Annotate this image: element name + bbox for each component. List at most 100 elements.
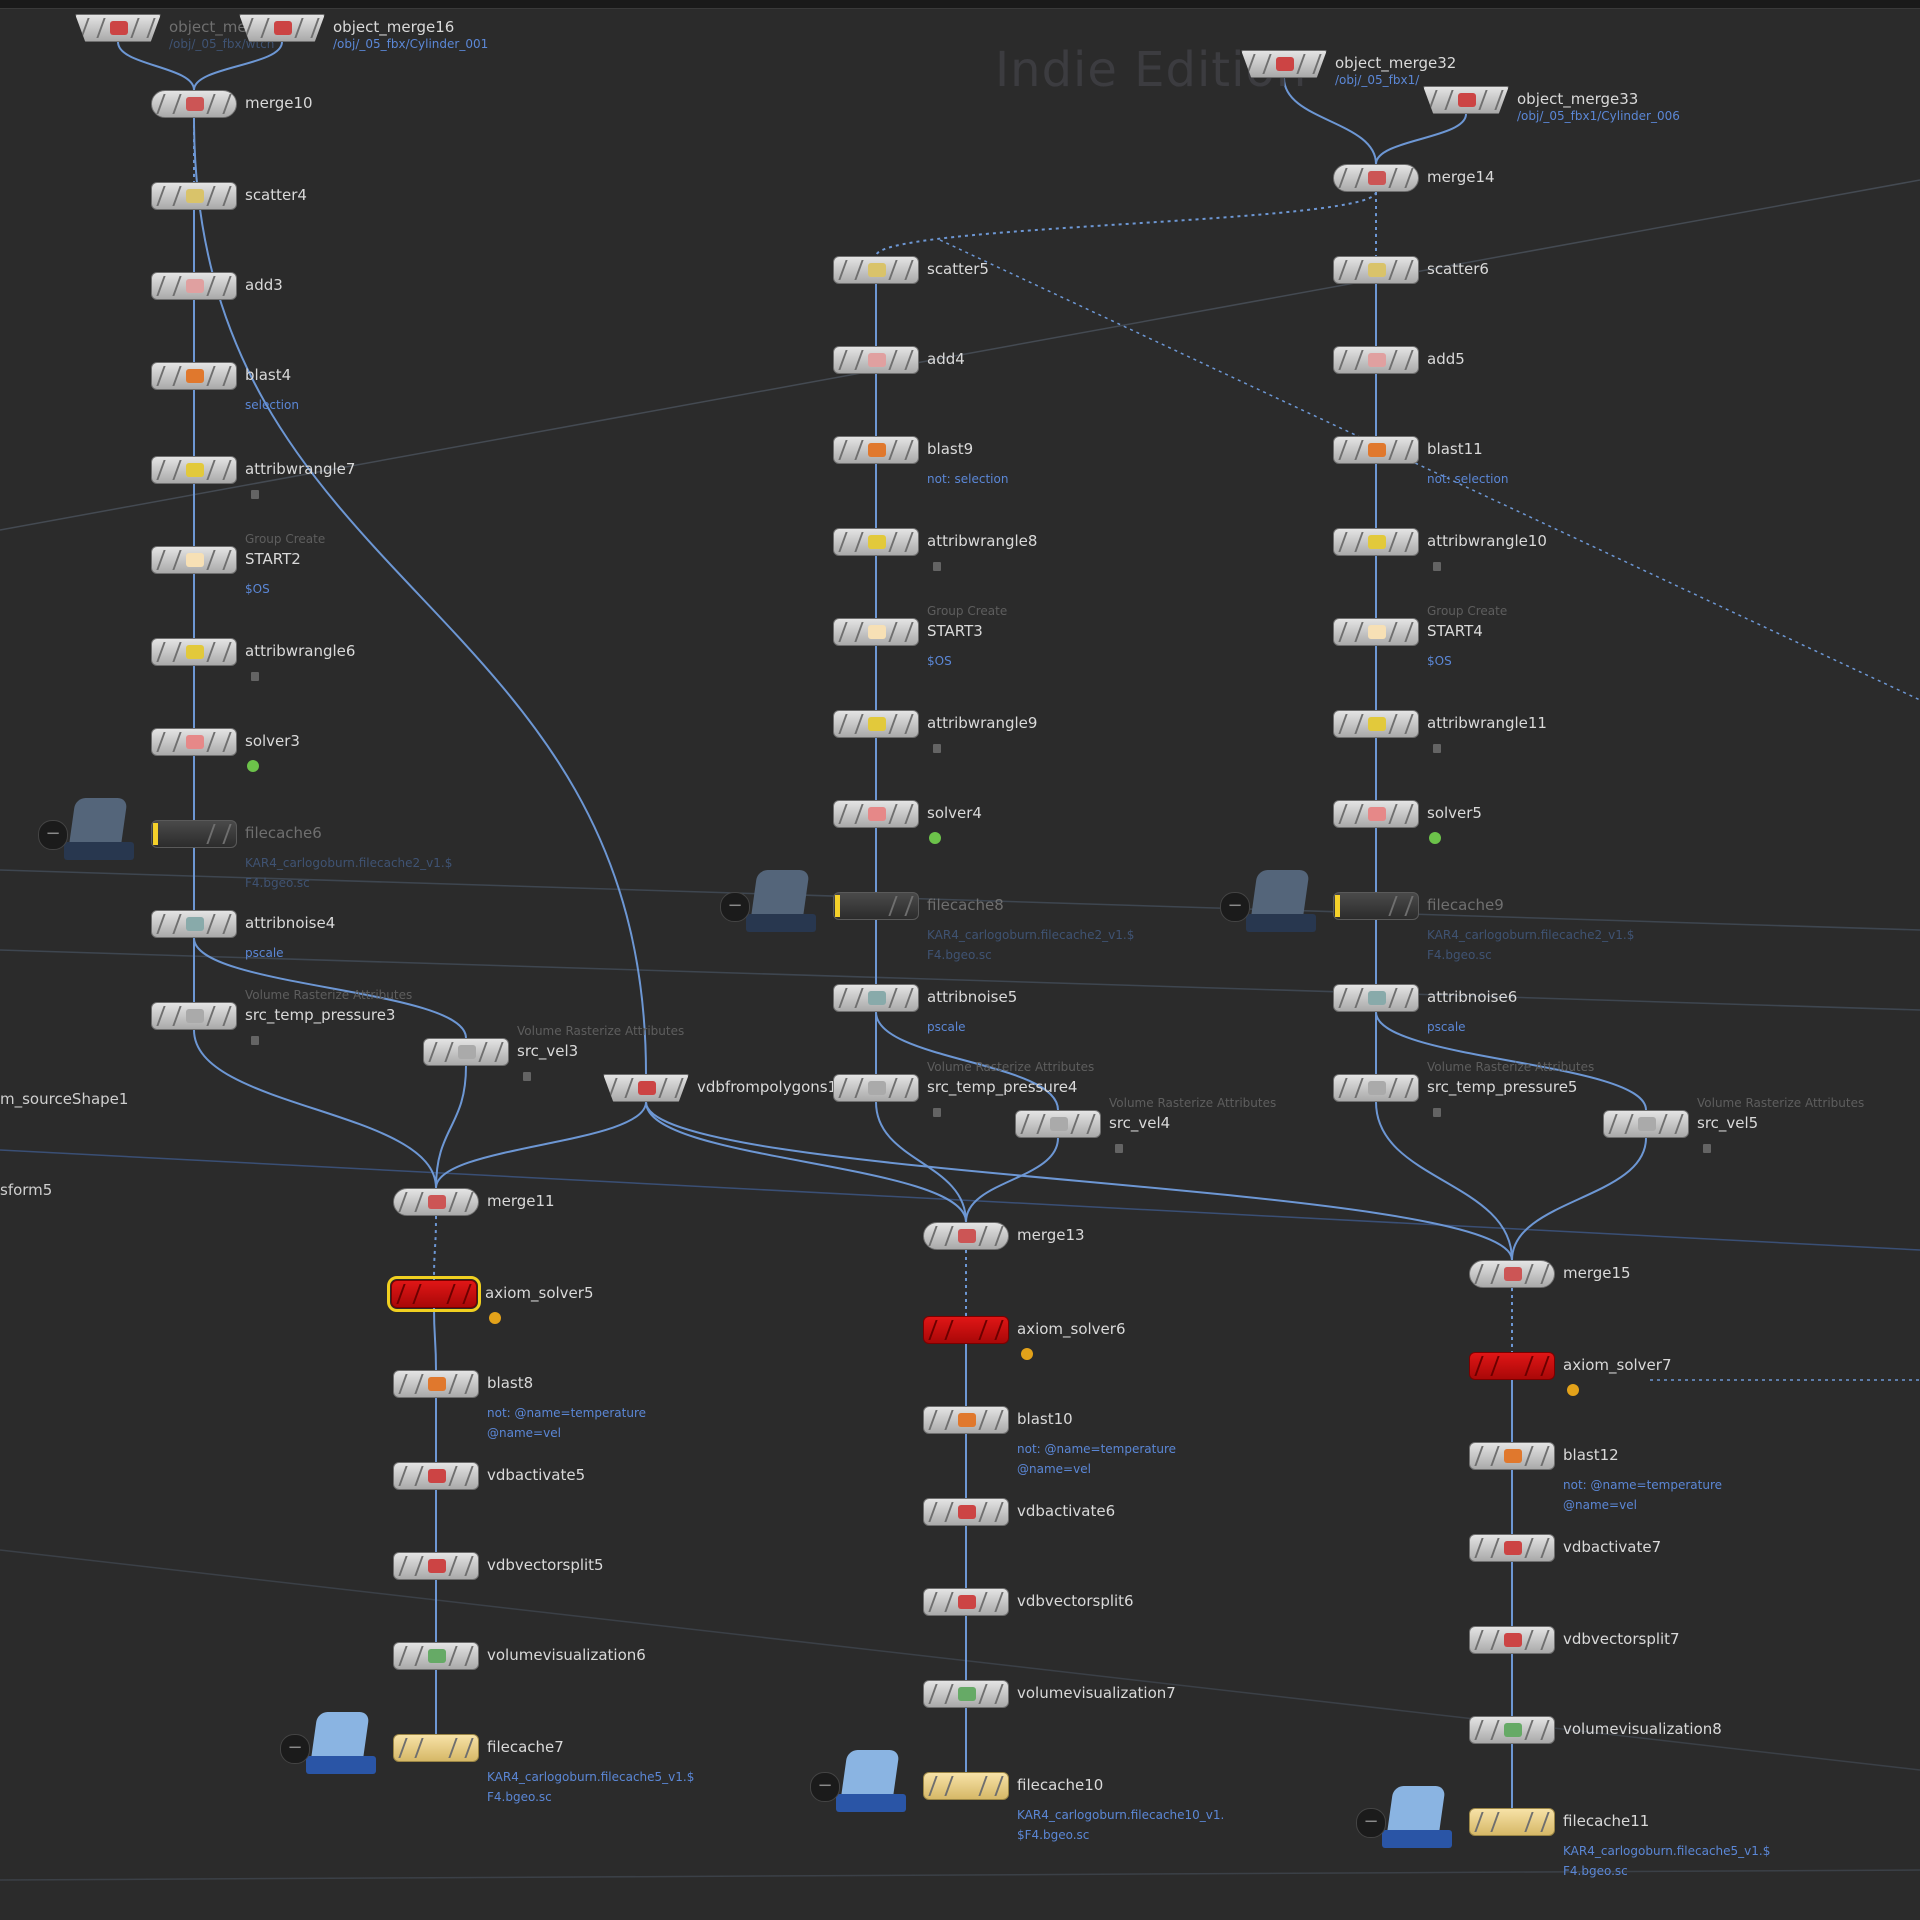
node-body[interactable] xyxy=(151,272,237,300)
node-body[interactable] xyxy=(833,436,919,464)
node-add3[interactable]: add3 xyxy=(151,272,283,300)
node-attribwrangle7[interactable]: attribwrangle7 xyxy=(151,456,355,499)
node-body[interactable] xyxy=(1333,1074,1419,1102)
node-body[interactable] xyxy=(923,1588,1009,1616)
node-vdbvectorsplit5[interactable]: vdbvectorsplit5 xyxy=(393,1552,604,1580)
node-object-merge33[interactable]: object_merge33/obj/_05_fbx1/Cylinder_006 xyxy=(1423,86,1680,123)
node-body[interactable] xyxy=(393,1552,479,1580)
node-body[interactable] xyxy=(833,256,919,284)
node-body[interactable] xyxy=(1469,1626,1555,1654)
node-body[interactable] xyxy=(833,1074,919,1102)
node-body[interactable] xyxy=(151,820,237,848)
node-object-merge-a[interactable]: object_merge/obj/_05_fbx/wtch xyxy=(75,14,274,51)
node-body[interactable] xyxy=(833,892,919,920)
node-axiom-solver5[interactable]: axiom_solver5 xyxy=(387,1276,594,1324)
node-body[interactable] xyxy=(1333,436,1419,464)
node-body[interactable] xyxy=(923,1222,1009,1250)
node-body[interactable] xyxy=(1333,164,1419,192)
node-vdbvectorsplit7[interactable]: vdbvectorsplit7 xyxy=(1469,1626,1680,1654)
node-body[interactable] xyxy=(1469,1260,1555,1288)
node-body[interactable] xyxy=(923,1772,1009,1800)
node-body[interactable] xyxy=(1015,1110,1101,1138)
node-attribwrangle9[interactable]: attribwrangle9 xyxy=(833,710,1037,753)
node-body[interactable] xyxy=(151,546,237,574)
node-add5[interactable]: add5 xyxy=(1333,346,1465,374)
node-body[interactable] xyxy=(393,1642,479,1670)
node-body[interactable] xyxy=(833,346,919,374)
node-body[interactable] xyxy=(239,14,325,42)
node-attribwrangle6[interactable]: attribwrangle6 xyxy=(151,638,355,681)
node-body[interactable] xyxy=(833,800,919,828)
node-body[interactable] xyxy=(151,910,237,938)
node-body[interactable] xyxy=(1469,1534,1555,1562)
node-body[interactable] xyxy=(393,1734,479,1762)
collapse-toggle-icon[interactable]: − xyxy=(1220,892,1250,922)
file-cache-disk-icon[interactable] xyxy=(1246,870,1316,936)
file-cache-disk-icon[interactable] xyxy=(306,1712,376,1778)
node-body[interactable] xyxy=(423,1038,509,1066)
node-body[interactable] xyxy=(393,1370,479,1398)
node-scatter4[interactable]: scatter4 xyxy=(151,182,307,210)
node-body[interactable] xyxy=(393,1462,479,1490)
collapse-toggle-icon[interactable]: − xyxy=(280,1734,310,1764)
node-body[interactable] xyxy=(923,1680,1009,1708)
node-body[interactable] xyxy=(923,1406,1009,1434)
node-body[interactable] xyxy=(1333,892,1419,920)
node-body[interactable] xyxy=(1469,1716,1555,1744)
node-body[interactable] xyxy=(1333,800,1419,828)
node-body[interactable] xyxy=(151,90,237,118)
node-body[interactable] xyxy=(151,1002,237,1030)
node-merge10[interactable]: merge10 xyxy=(151,90,313,118)
node-body[interactable] xyxy=(1333,618,1419,646)
node-vdbactivate5[interactable]: vdbactivate5 xyxy=(393,1462,585,1490)
node-body[interactable] xyxy=(1603,1110,1689,1138)
file-cache-disk-icon[interactable] xyxy=(836,1750,906,1816)
file-cache-disk-icon[interactable] xyxy=(64,798,134,864)
node-solver5[interactable]: solver5 xyxy=(1333,800,1482,844)
node-body[interactable] xyxy=(151,362,237,390)
node-body[interactable] xyxy=(151,728,237,756)
collapse-toggle-icon[interactable]: − xyxy=(38,820,68,850)
node-body[interactable] xyxy=(923,1316,1009,1344)
node-attribwrangle8[interactable]: attribwrangle8 xyxy=(833,528,1037,571)
node-merge15[interactable]: merge15 xyxy=(1469,1260,1631,1288)
node-volumevisualization8[interactable]: volumevisualization8 xyxy=(1469,1716,1722,1744)
node-attribwrangle10[interactable]: attribwrangle10 xyxy=(1333,528,1547,571)
node-body[interactable] xyxy=(1423,86,1509,114)
node-vdbactivate6[interactable]: vdbactivate6 xyxy=(923,1498,1115,1526)
node-scatter5[interactable]: scatter5 xyxy=(833,256,989,284)
node-object-merge16[interactable]: object_merge16/obj/_05_fbx/Cylinder_001 xyxy=(239,14,488,51)
node-body[interactable] xyxy=(151,182,237,210)
node-body[interactable] xyxy=(923,1498,1009,1526)
node-body[interactable] xyxy=(1469,1352,1555,1380)
node-scatter6[interactable]: scatter6 xyxy=(1333,256,1489,284)
node-body[interactable] xyxy=(387,1276,481,1312)
node-body[interactable] xyxy=(833,710,919,738)
node-body[interactable] xyxy=(833,528,919,556)
collapse-toggle-icon[interactable]: − xyxy=(810,1772,840,1802)
node-body[interactable] xyxy=(833,618,919,646)
node-axiom-solver7[interactable]: axiom_solver7 xyxy=(1469,1352,1672,1396)
